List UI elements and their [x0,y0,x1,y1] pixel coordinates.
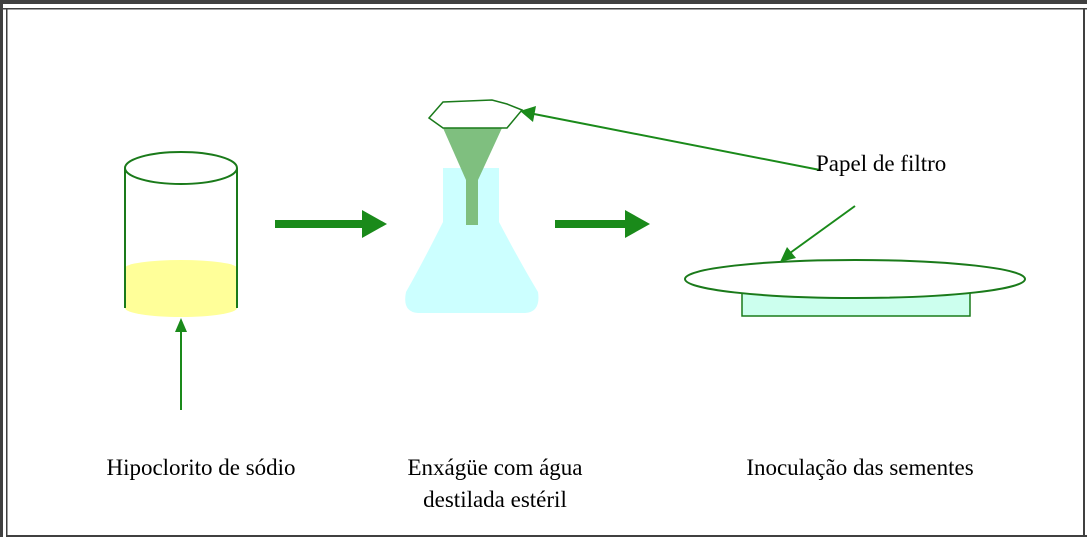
frame-top-border-inner [0,8,1087,10]
frame-top-border [0,0,1087,4]
frame-bottom-border [6,535,1087,537]
arrow-up-to-beaker [175,318,187,410]
arrow-to-dish-filter [780,205,856,262]
label-rinse-line-1: Enxágüe com água [407,455,583,480]
frame-left-border-inner [6,8,8,537]
flask-icon [405,168,539,313]
label-filter-paper: Papel de filtro [816,151,947,176]
frame-right-border [1083,8,1085,537]
label-sodium-hypochlorite: Hipoclorito de sódio [106,455,296,480]
label-rinse-line-2: destilada estéril [423,487,567,512]
process-arrow-2 [555,210,650,238]
process-arrow-1 [275,210,387,238]
label-seed-inoculation: Inoculação das sementes [746,455,974,480]
funnel-icon [427,99,524,225]
petri-dish-icon [684,259,1026,317]
beaker-icon [124,151,238,317]
frame-left-border [0,0,3,537]
arrow-to-funnel-filter [520,106,821,171]
